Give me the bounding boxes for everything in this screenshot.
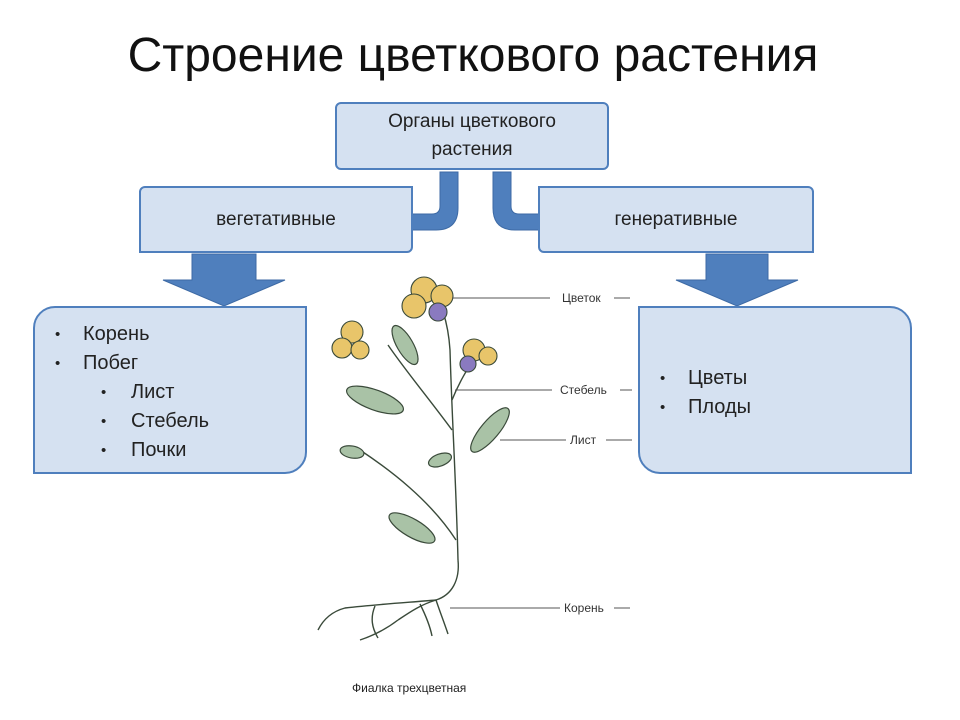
leaf-2 — [470, 407, 510, 453]
label-stem: Стебель — [560, 383, 607, 397]
slide-title: Строение цветкового растения — [127, 29, 819, 82]
root-branch-1 — [317, 599, 437, 631]
leaf-3 — [388, 512, 436, 544]
flower-right — [459, 338, 498, 373]
root-branch-2 — [359, 619, 399, 641]
arrow-down-generative — [675, 253, 799, 307]
vegetative-box: вегетативные — [139, 186, 413, 253]
generative-box: генеративные — [538, 186, 814, 253]
label-leaf: Лист — [570, 433, 597, 447]
label-root: Корень — [564, 601, 604, 615]
organs-box: Органы цветкового растения — [335, 102, 609, 170]
list-item-buds: Почки — [53, 436, 305, 465]
flowers — [331, 276, 498, 373]
flower-top — [401, 276, 454, 322]
list-item-flowers: Цветы — [658, 364, 910, 393]
list-item-leaf: Лист — [53, 378, 305, 407]
generative-list-box: Цветы Плоды — [638, 306, 912, 474]
leaves — [339, 324, 510, 544]
leaf-1 — [346, 385, 404, 415]
list-item-root: Корень — [53, 320, 305, 349]
generative-label: генеративные — [614, 208, 738, 230]
flower-left — [331, 320, 370, 360]
list-item-shoot: Побег — [53, 349, 305, 378]
leaf-6 — [339, 445, 365, 459]
leaf-4 — [391, 324, 419, 366]
leaf-5 — [427, 452, 453, 468]
side-stem-low — [359, 449, 457, 541]
root-branch-5 — [371, 605, 379, 639]
label-lines — [450, 297, 632, 609]
root-branch-3 — [435, 599, 449, 635]
vegetative-label: вегетативные — [216, 208, 336, 230]
illustration-caption: Фиалка трехцветная — [352, 681, 466, 695]
side-stem-left — [387, 344, 453, 431]
root-branch-4 — [419, 603, 433, 637]
arrow-down-vegetative — [162, 253, 286, 307]
main-stem — [431, 289, 459, 561]
organs-box-text: Органы цветкового растения — [388, 111, 556, 160]
list-item-stem: Стебель — [53, 407, 305, 436]
label-flower: Цветок — [562, 291, 601, 305]
root-main — [397, 559, 459, 621]
list-item-fruits: Плоды — [658, 393, 910, 422]
generative-list: Цветы Плоды — [658, 364, 910, 422]
vegetative-list: Корень Побег Лист Стебель Почки — [53, 320, 305, 465]
vegetative-list-box: Корень Побег Лист Стебель Почки — [33, 306, 307, 474]
